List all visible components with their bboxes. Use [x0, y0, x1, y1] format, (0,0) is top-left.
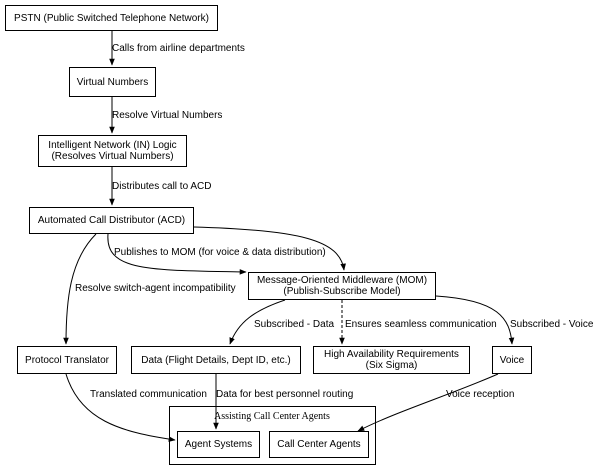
node-high-availability-line2: (Six Sigma)	[365, 360, 418, 371]
edge-protocol-translator-to-agent-systems	[65, 373, 176, 442]
node-voice: Voice	[492, 346, 532, 374]
edge-acd-to-mom-top	[193, 226, 346, 271]
edge-mom-to-data	[229, 299, 286, 345]
edge-acd-to-protocol-translator	[63, 233, 97, 345]
node-high-availability: High Availability Requirements (Six Sigm…	[313, 346, 470, 374]
edge-label-mom-to-voice: Subscribed - Voice	[510, 319, 594, 330]
edge-label-pstn-to-vn: Calls from airline departments	[112, 43, 245, 54]
node-pstn: PSTN (Public Switched Telephone Network)	[5, 5, 218, 31]
node-mom-line1: Message-Oriented Middleware (MOM)	[256, 275, 428, 286]
edge-label-in-to-acd: Distributes call to ACD	[112, 181, 212, 192]
node-protocol-translator: Protocol Translator	[17, 346, 117, 374]
cluster-assisting-call-center-agents	[169, 406, 376, 465]
node-data: Data (Flight Details, Dept ID, etc.)	[131, 346, 301, 374]
edge-label-vn-to-in: Resolve Virtual Numbers	[112, 110, 223, 121]
node-call-center-agents: Call Center Agents	[269, 431, 369, 458]
node-virtual-numbers-label: Virtual Numbers	[76, 76, 149, 88]
node-data-label: Data (Flight Details, Dept ID, etc.)	[141, 354, 291, 366]
node-in-logic-line2: (Resolves Virtual Numbers)	[51, 151, 174, 162]
node-in-logic: Intelligent Network (IN) Logic (Resolves…	[38, 135, 187, 167]
edge-acd-to-mom	[107, 233, 247, 275]
node-call-center-agents-label: Call Center Agents	[277, 439, 361, 450]
node-acd-label: Automated Call Distributor (ACD)	[37, 215, 186, 226]
node-pstn-label: PSTN (Public Switched Telephone Network)	[14, 12, 209, 24]
node-voice-label: Voice	[499, 354, 525, 366]
node-virtual-numbers: Virtual Numbers	[69, 67, 156, 97]
cluster-label: Assisting Call Center Agents	[214, 411, 330, 422]
node-protocol-translator-label: Protocol Translator	[25, 354, 109, 366]
node-acd: Automated Call Distributor (ACD)	[29, 207, 194, 234]
edge-label-data-to-agents: Data for best personnel routing	[216, 389, 354, 400]
edge-voice-to-call-center-agents	[357, 373, 499, 432]
edge-label-mom-to-ha: Ensures seamless communication	[345, 319, 497, 330]
edge-mom-to-voice	[435, 295, 515, 345]
edge-label-acd-to-pt: Resolve switch-agent incompatibility	[75, 283, 236, 294]
node-agent-systems: Agent Systems	[177, 431, 260, 458]
edge-label-pt-to-agents: Translated communication	[90, 389, 207, 400]
edge-label-voice-to-cca: Voice reception	[446, 389, 515, 400]
edge-label-mom-to-data: Subscribed - Data	[254, 319, 335, 330]
node-mom-line2: (Publish-Subscribe Model)	[283, 286, 401, 297]
node-high-availability-line1: High Availability Requirements	[324, 349, 459, 360]
node-agent-systems-label: Agent Systems	[184, 439, 253, 450]
node-in-logic-line1: Intelligent Network (IN) Logic	[48, 140, 177, 151]
node-mom: Message-Oriented Middleware (MOM) (Publi…	[248, 272, 436, 300]
edge-label-acd-to-mom: Publishes to MOM (for voice & data distr…	[114, 247, 326, 258]
